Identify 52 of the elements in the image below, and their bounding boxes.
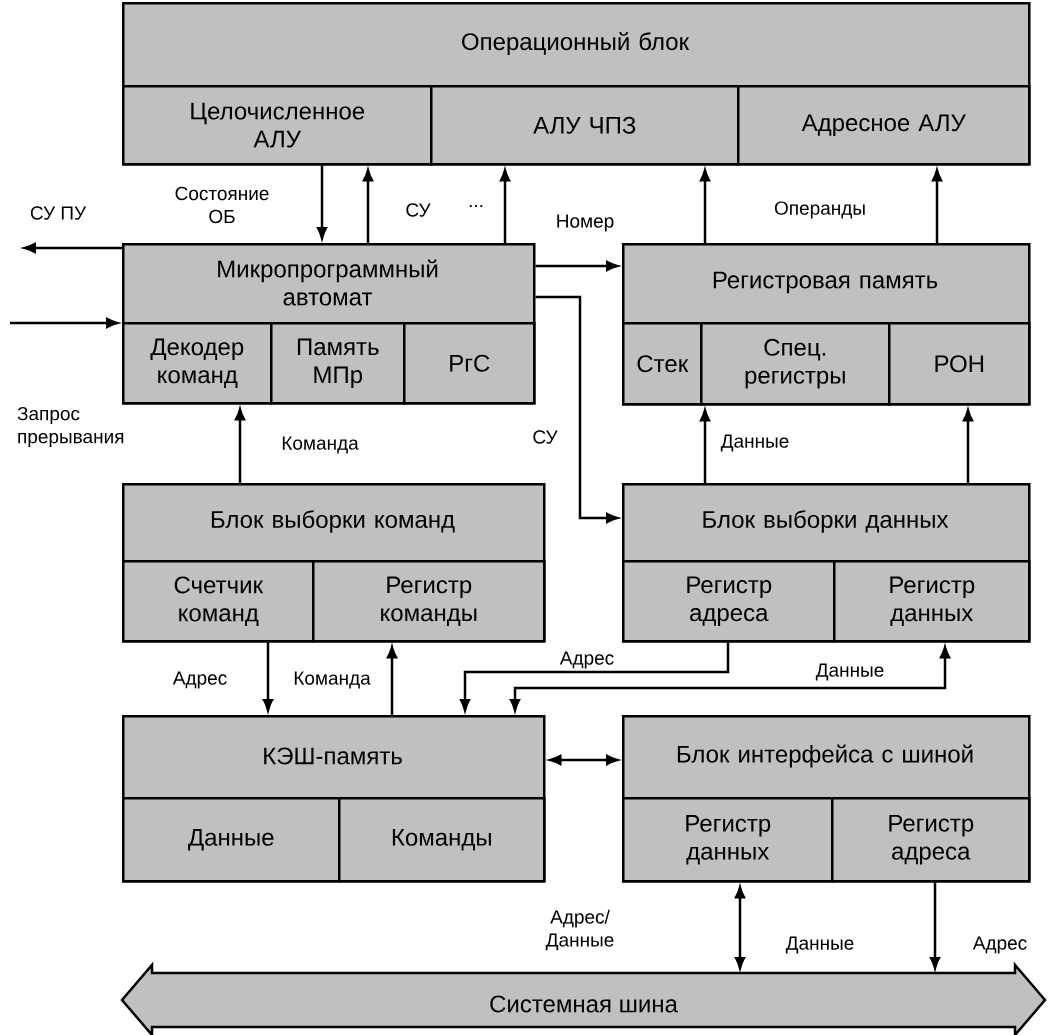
cell: Регистр данных — [833, 560, 1031, 643]
arrow — [699, 409, 711, 483]
edge-label: Номер — [557, 214, 614, 232]
edge-label: Адрес — [559, 651, 614, 669]
arrow — [535, 260, 619, 272]
arrow — [699, 169, 711, 243]
edge-label: Данные — [720, 434, 789, 452]
cell: Целочисленное АЛУ — [122, 85, 433, 166]
cell: Адресное АЛУ — [737, 85, 1031, 166]
cell: Декодер команд — [122, 322, 273, 405]
arrow — [386, 646, 398, 715]
arrow — [499, 169, 511, 243]
cell: Регистр данных — [622, 797, 834, 883]
arrow — [10, 317, 119, 329]
arrow — [234, 408, 246, 483]
cell: РОН — [888, 322, 1031, 406]
arrow — [262, 642, 274, 712]
edge-label: СУ — [533, 430, 558, 444]
edge-label: Запрос прерывания — [17, 406, 124, 448]
cell: Счетчик команд — [122, 560, 315, 643]
cell: Стек — [622, 322, 703, 406]
arrow — [316, 165, 328, 240]
edge-label: Адрес — [172, 671, 227, 689]
edge-label: Состояние ОБ — [175, 186, 269, 224]
cell: АЛУ ЧПЗ — [430, 85, 740, 166]
arrow — [23, 242, 122, 254]
edge-label: Команда — [282, 436, 359, 454]
cell: РгС — [403, 322, 536, 405]
cell: Данные — [122, 797, 341, 883]
cell: Память МПр — [270, 322, 406, 405]
arrow — [459, 642, 730, 712]
edge-label: СУ — [406, 203, 431, 217]
cell: Регистр адреса — [831, 797, 1031, 883]
cell: Команды — [338, 797, 546, 883]
arrow — [509, 646, 951, 712]
arrow — [549, 754, 619, 766]
arrow — [929, 882, 941, 970]
arrow — [734, 886, 746, 970]
edge-label: Адрес — [972, 936, 1027, 954]
edge-label: Операнды — [774, 201, 865, 219]
cell: Регистр команды — [312, 560, 546, 643]
arrow — [931, 169, 943, 243]
edge-label: СУ ПУ — [30, 206, 87, 220]
edge-label: Данные — [785, 936, 854, 954]
arrow — [962, 409, 974, 483]
arrow — [362, 169, 374, 243]
arrow — [535, 295, 619, 524]
edge-label: Данные — [815, 663, 884, 681]
edge-label: ... — [469, 205, 483, 207]
edge-label: Команда — [294, 671, 371, 689]
signal-label: Адрес/ Данные — [545, 909, 614, 951]
cell: Регистр адреса — [622, 560, 836, 643]
